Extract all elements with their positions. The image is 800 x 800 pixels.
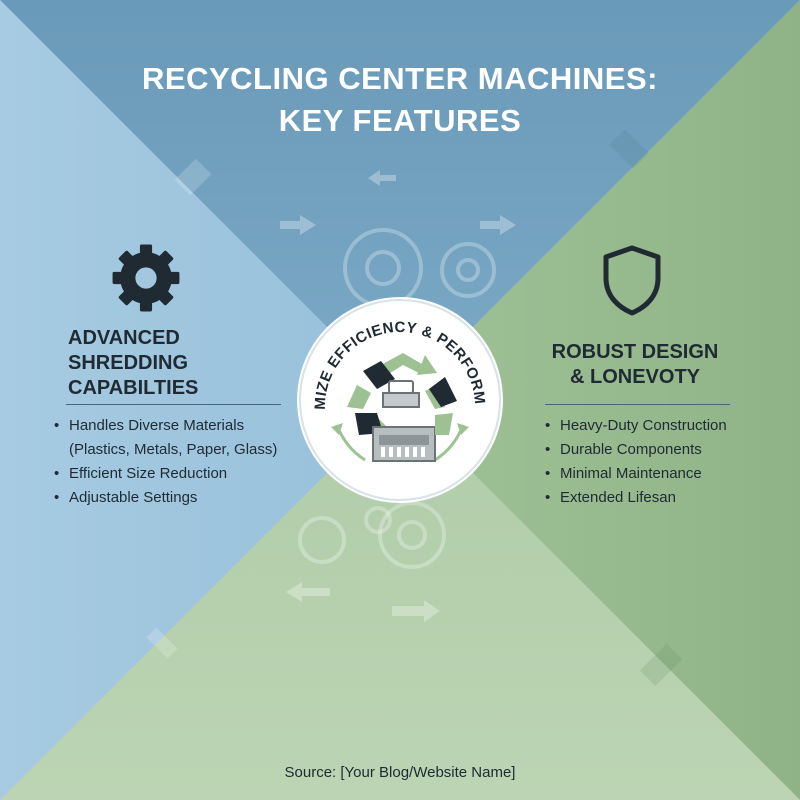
list-item: Adjustable Settings [52,486,312,510]
title-line-1: RECYCLING CENTER MACHINES: [142,61,658,96]
decorative-tiles [146,129,683,687]
bottom-quadrant [0,400,800,800]
decorative-arrows [280,170,516,622]
center-badge: MAXIMIZE EFFICIENCY & PERFORMANCE [295,295,503,503]
shield-icon [603,245,661,316]
list-item: Minimal Maintenance [543,462,783,486]
right-feature-list: Heavy-Duty Construction Durable Componen… [543,414,783,510]
list-item: Handles Diverse Materials (Plastics, Met… [52,414,312,462]
left-panel-heading: ADVANCED SHREDDING CAPABILTIES [68,326,298,401]
left-item-3: Adjustable Settings [69,489,198,506]
top-quadrant [0,0,800,400]
left-item-1-line-1: Handles Diverse Materials [69,417,245,434]
source-credit: Source: [Your Blog/Website Name] [284,764,516,781]
left-heading-line-1: ADVANCED [68,327,180,349]
recycle-machine-icon [331,353,469,462]
page-title: RECYCLING CENTER MACHINES: KEY FEATURES [0,58,800,142]
left-quadrant [0,0,400,800]
left-feature-list: Handles Diverse Materials (Plastics, Met… [52,414,312,510]
right-quadrant [400,0,800,800]
list-item: Heavy-Duty Construction [543,414,783,438]
list-item: Efficient Size Reduction [52,462,312,486]
left-item-1-line-2: (Plastics, Metals, Paper, Glass) [69,441,278,458]
right-divider [545,404,730,405]
title-line-2: KEY FEATURES [278,103,522,138]
list-item: Durable Components [543,438,783,462]
left-heading-line-3: CAPABILTIES [68,377,199,399]
left-divider [66,404,281,405]
gear-icon [112,244,180,312]
right-panel-heading: ROBUST DESIGN & LONEVOTY [520,340,750,390]
right-heading-line-1: ROBUST DESIGN [551,341,719,363]
list-item: Extended Lifesan [543,486,783,510]
left-heading-line-2: SHREDDING [68,352,189,374]
right-heading-line-2: & LONEVOTY [569,366,700,388]
left-item-2: Efficient Size Reduction [69,465,228,482]
